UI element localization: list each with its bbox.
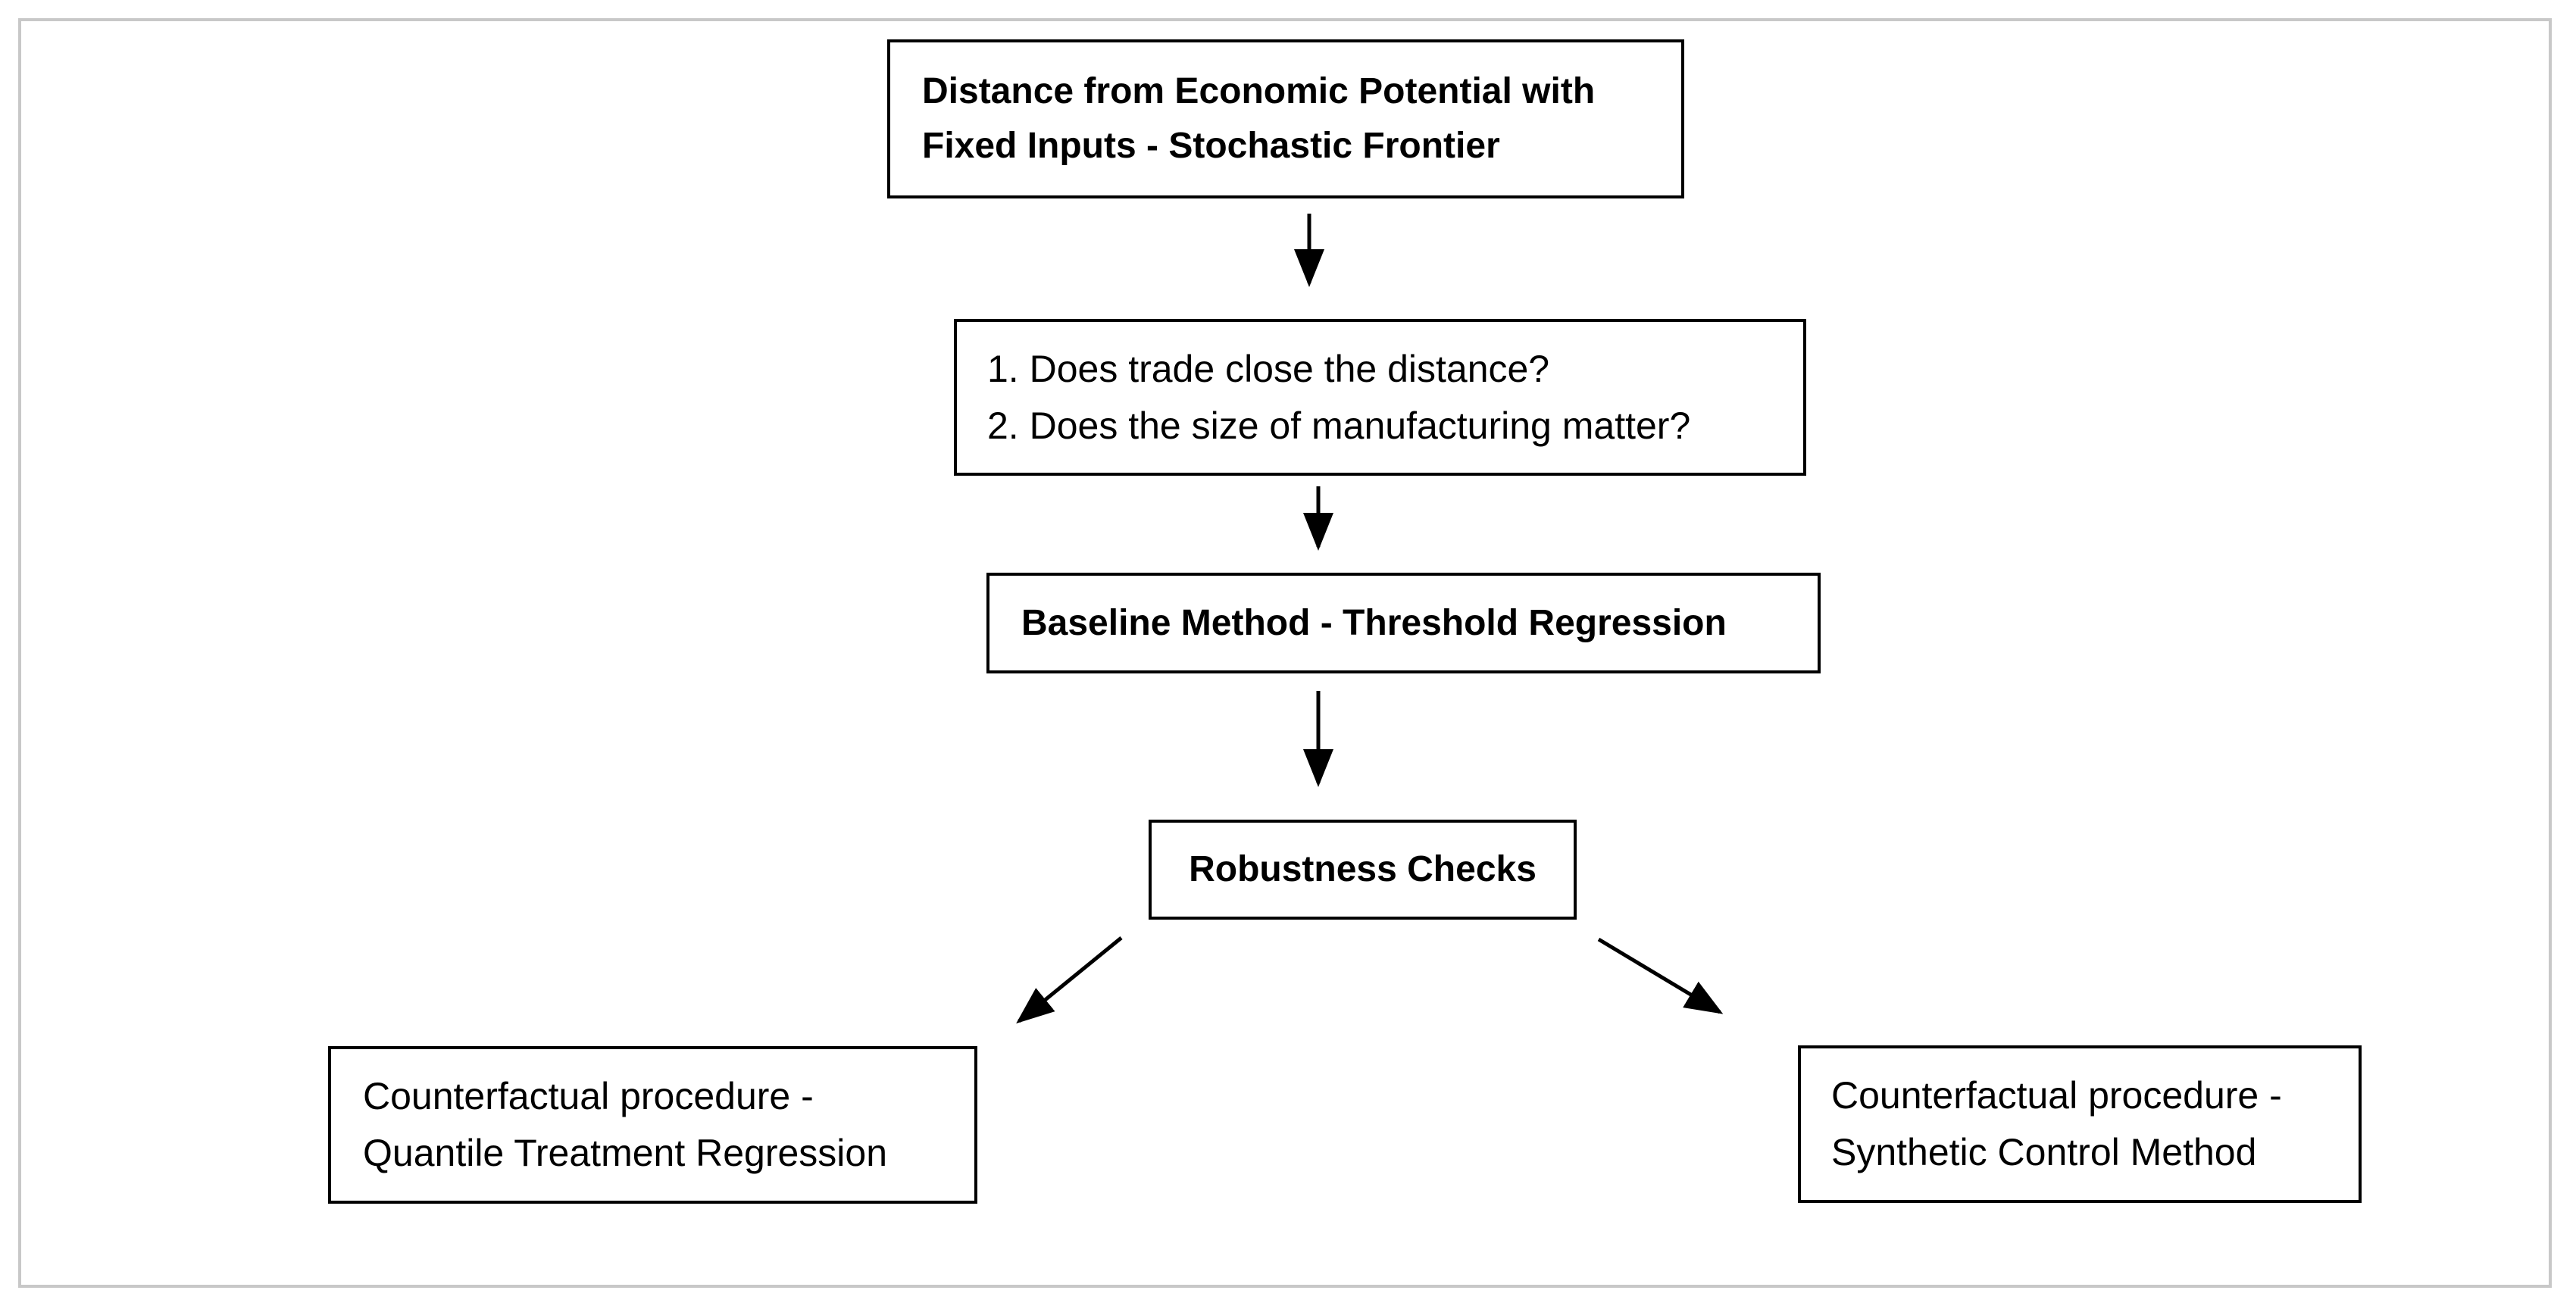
synthetic-control-box: Counterfactual procedure - Synthetic Con… (1798, 1045, 2362, 1203)
quantile-treatment-box: Counterfactual procedure - Quantile Trea… (328, 1046, 977, 1204)
quantile-treatment-line-2: Quantile Treatment Regression (363, 1132, 888, 1174)
arrow-robustness-to-left (1016, 936, 1123, 1024)
economic-potential-line-1: Distance from Economic Potential with (922, 71, 1596, 111)
research-questions-box: 1. Does trade close the distance? 2. Doe… (954, 319, 1806, 476)
arrow-robustness-to-right (1597, 937, 1724, 1014)
quantile-treatment-line-1: Counterfactual procedure - (363, 1075, 814, 1117)
synthetic-control-line-2: Synthetic Control Method (1831, 1131, 2257, 1173)
robustness-checks-label: Robustness Checks (1189, 849, 1537, 889)
question-1: 1. Does trade close the distance? (987, 347, 1550, 390)
baseline-method-label: Baseline Method - Threshold Regression (1021, 602, 1727, 643)
baseline-method-box: Baseline Method - Threshold Regression (986, 573, 1821, 673)
figure-frame (18, 18, 2552, 1288)
economic-potential-box: Distance from Economic Potential with Fi… (887, 39, 1684, 198)
question-2: 2. Does the size of manufacturing matter… (987, 404, 1691, 447)
robustness-checks-box: Robustness Checks (1149, 820, 1577, 920)
synthetic-control-line-1: Counterfactual procedure - (1831, 1074, 2282, 1117)
economic-potential-line-2: Fixed Inputs - Stochastic Frontier (922, 126, 1500, 166)
